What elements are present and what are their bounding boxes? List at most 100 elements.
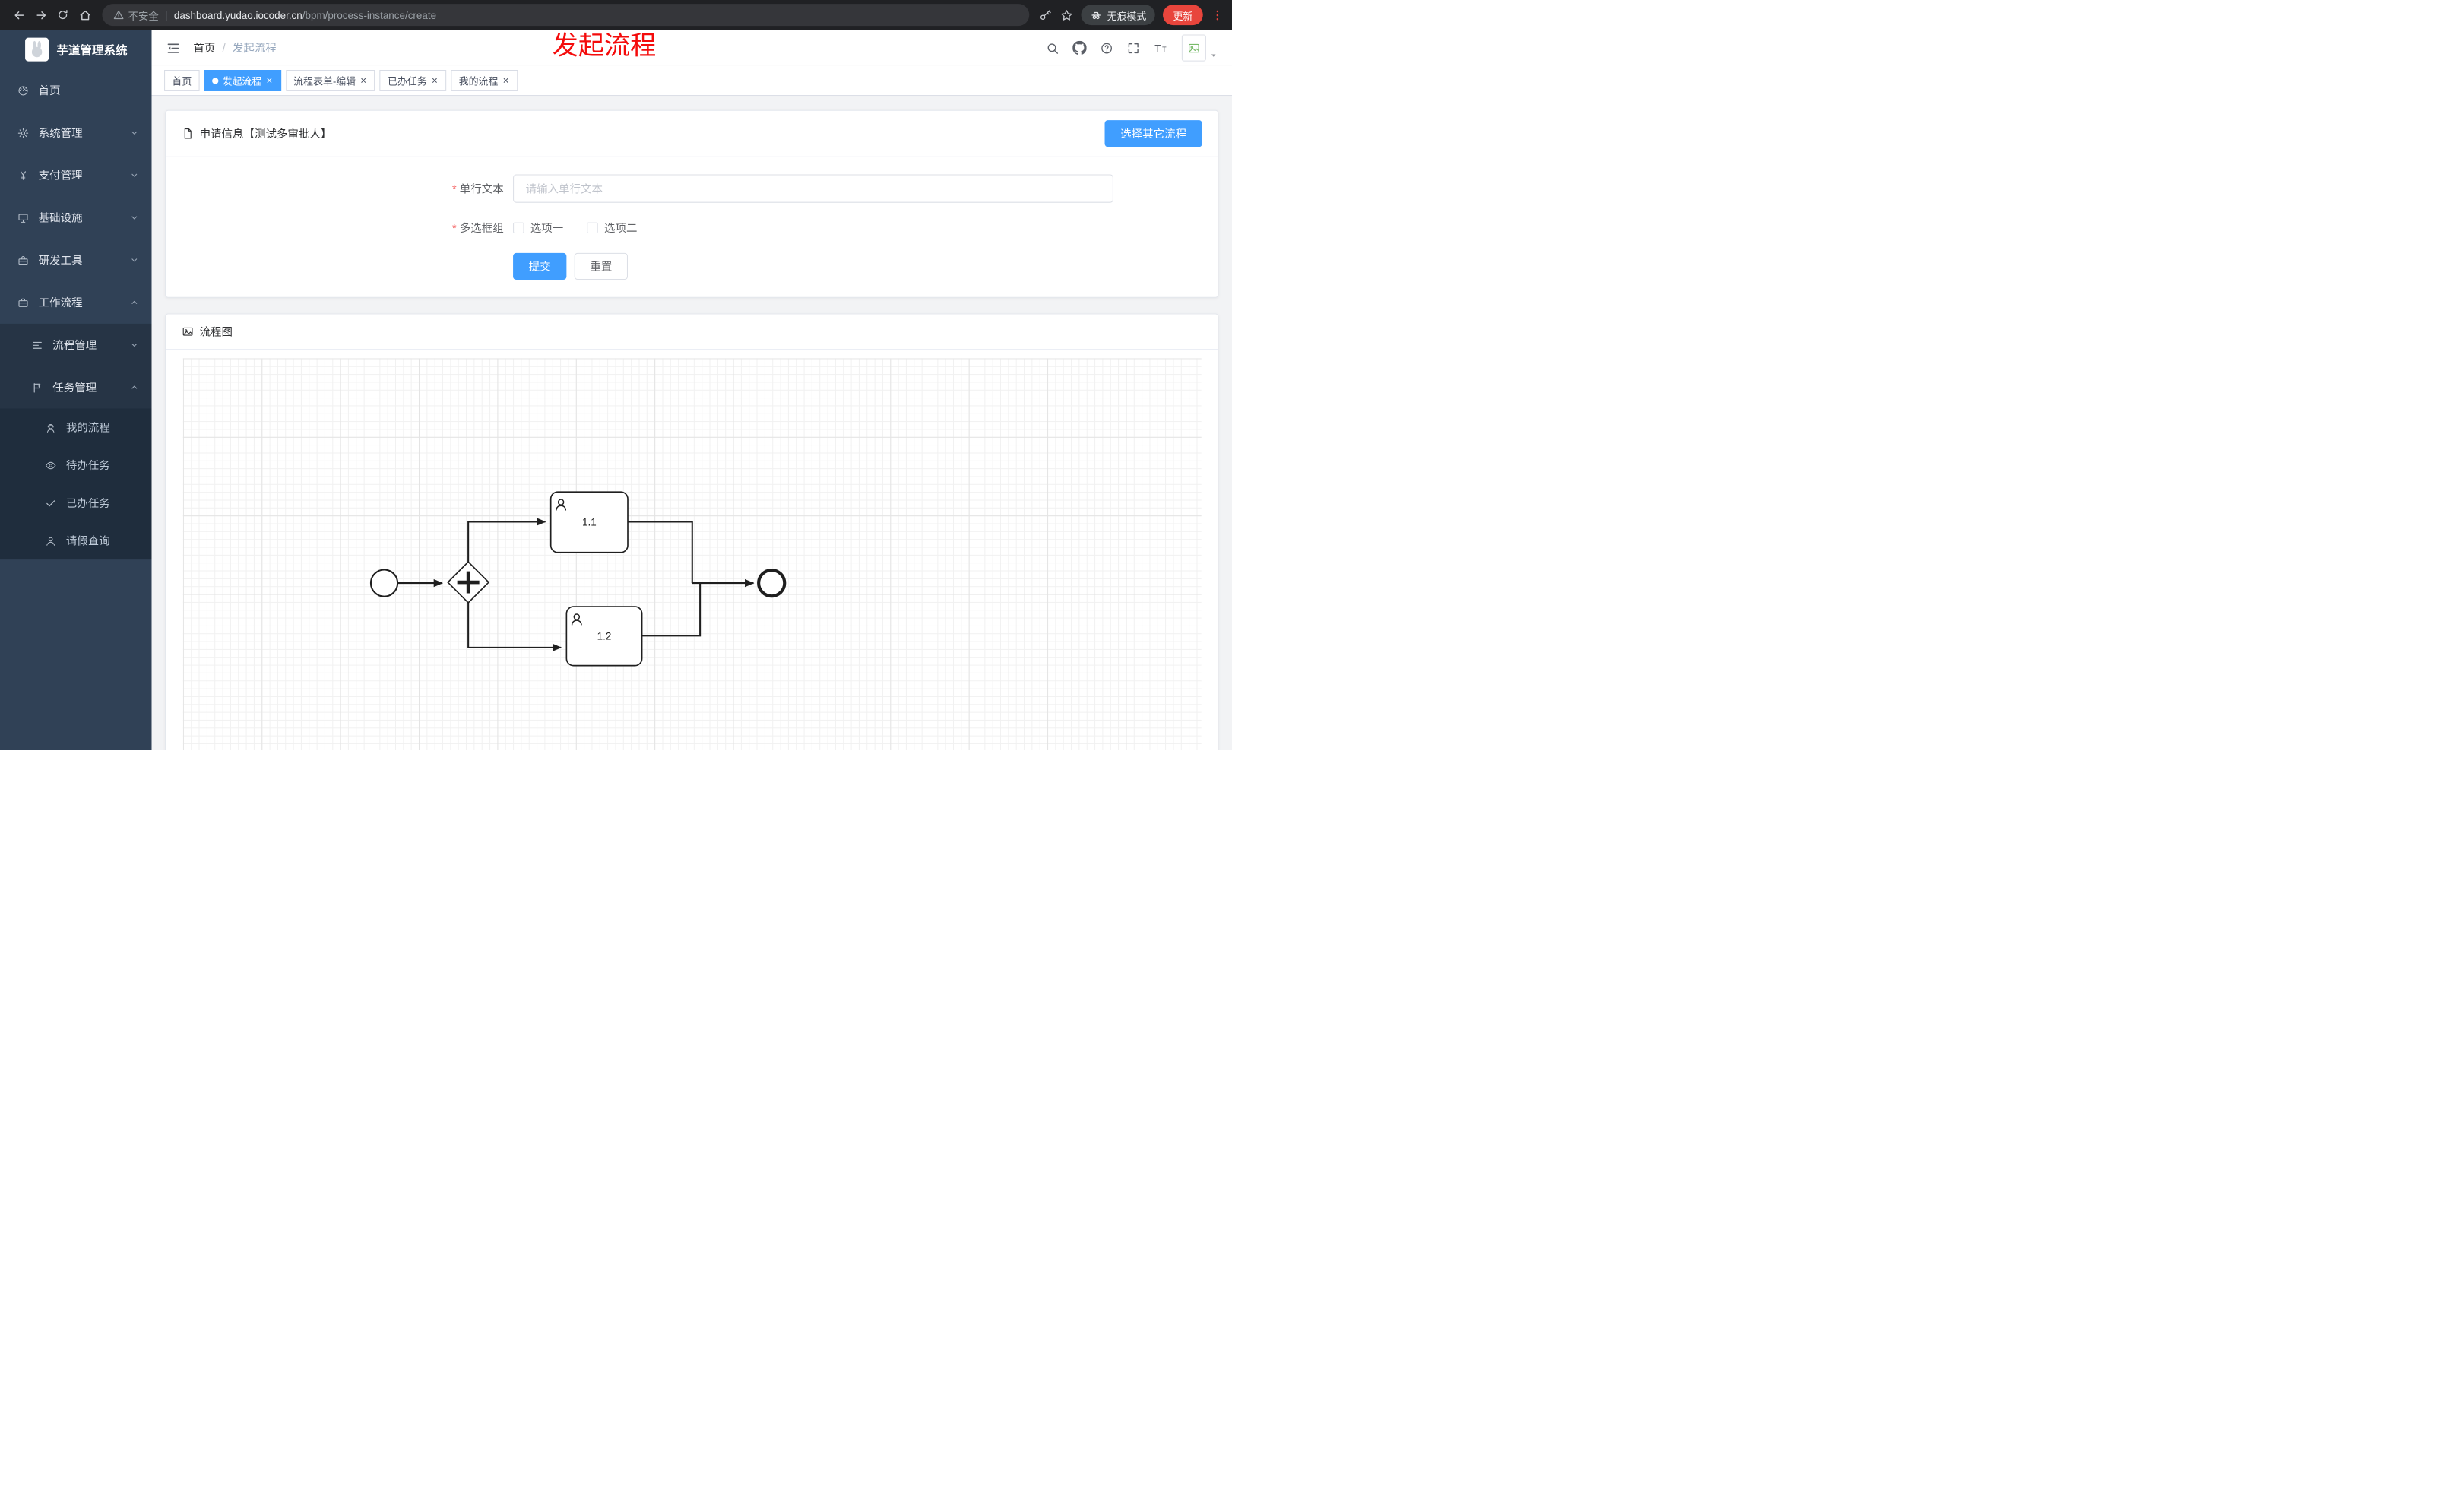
breadcrumb-separator: / — [222, 41, 226, 55]
select-other-process-button[interactable]: 选择其它流程 — [1104, 120, 1202, 147]
font-size-icon[interactable] — [1154, 40, 1169, 55]
reset-button[interactable]: 重置 — [574, 252, 629, 280]
sidebar-item-task-mgmt[interactable]: 任务管理 — [0, 366, 152, 409]
browser-back-button[interactable] — [8, 4, 30, 26]
sidebar-item-payment[interactable]: 支付管理 — [0, 154, 152, 197]
active-dot — [212, 77, 219, 84]
sidebar-item-home[interactable]: 首页 — [0, 69, 152, 112]
tags-view-bar: 首页 发起流程 × 流程表单-编辑 × 已办任务 × 我的流程 × — [151, 65, 1232, 97]
breadcrumb-home[interactable]: 首页 — [193, 41, 216, 55]
bpmn-task2-label: 1.2 — [597, 631, 612, 642]
chevron-down-icon — [130, 128, 139, 138]
bpmn-diagram: 1.1 1.2 — [369, 491, 787, 667]
page-title-overlay: 发起流程 — [552, 30, 657, 60]
gear-icon — [17, 127, 30, 139]
toolbox-icon — [17, 254, 30, 266]
screen: 不安全 | dashboard.yudao.iocoder.cn/bpm/pro… — [0, 0, 1232, 750]
tab-my-process[interactable]: 我的流程 × — [451, 70, 518, 91]
checkbox-option-1[interactable]: 选项一 — [513, 220, 563, 236]
eye-icon — [45, 459, 57, 471]
document-icon — [182, 127, 195, 140]
sidebar-item-devtools[interactable]: 研发工具 — [0, 239, 152, 281]
monitor-icon — [17, 212, 30, 224]
tab-close-icon[interactable]: × — [266, 74, 273, 87]
tab-close-icon[interactable]: × — [360, 74, 367, 87]
address-bar[interactable]: 不安全 | dashboard.yudao.iocoder.cn/bpm/pro… — [102, 4, 1030, 27]
sidebar-item-label: 流程管理 — [52, 338, 97, 352]
sidebar-item-process-mgmt[interactable]: 流程管理 — [0, 324, 152, 366]
sidebar-item-leave-query[interactable]: 请假查询 — [0, 521, 152, 559]
browser-menu-icon[interactable] — [1211, 8, 1224, 22]
breadcrumb-current: 发起流程 — [232, 41, 277, 55]
checkbox-icon — [513, 222, 524, 234]
app-logo-row[interactable]: 芋道管理系统 — [0, 30, 152, 69]
password-key-icon[interactable] — [1039, 8, 1053, 22]
submit-button[interactable]: 提交 — [513, 252, 567, 280]
bpmn-user-task-1 — [549, 491, 629, 553]
sidebar-item-todo-tasks[interactable]: 待办任务 — [0, 446, 152, 484]
bpmn-user-icon — [571, 613, 582, 626]
bpmn-user-icon — [556, 499, 567, 511]
user-avatar-menu[interactable] — [1181, 34, 1218, 62]
headset-person-icon — [45, 422, 57, 434]
page-content: 申请信息【测试多审批人】 选择其它流程 * 单行文本 — [151, 96, 1232, 750]
bpmn-flow-task2-out — [641, 583, 702, 637]
tab-label: 我的流程 — [458, 76, 499, 87]
sidebar-item-label: 任务管理 — [52, 381, 97, 394]
bpmn-end-event — [757, 568, 787, 598]
flow-diagram-card: 流程图 — [165, 313, 1219, 750]
field-label: * 多选框组 — [166, 220, 504, 236]
diagram-icon — [182, 325, 195, 338]
search-icon[interactable] — [1046, 41, 1059, 55]
field-label-text: 多选框组 — [459, 221, 504, 235]
tab-process-form-edit[interactable]: 流程表单-编辑 × — [285, 70, 375, 91]
browser-chrome: 不安全 | dashboard.yudao.iocoder.cn/bpm/pro… — [0, 0, 1232, 30]
sidebar-item-label: 系统管理 — [38, 126, 83, 139]
bpmn-flow-gateway-to-task2 — [467, 602, 562, 652]
app-header: 首页 / 发起流程 — [151, 30, 1232, 66]
field-label-text: 单行文本 — [459, 182, 504, 195]
sidebar-item-done-tasks[interactable]: 已办任务 — [0, 484, 152, 522]
sidebar-item-my-process[interactable]: 我的流程 — [0, 409, 152, 447]
tab-close-icon[interactable]: × — [502, 74, 509, 87]
task-mgmt-subitems: 我的流程 待办任务 已办任务 请假查询 — [0, 408, 152, 560]
url-path: /bpm/process-instance/create — [302, 8, 437, 21]
chevron-down-icon — [130, 213, 139, 222]
sidebar-item-workflow[interactable]: 工作流程 — [0, 281, 152, 324]
required-mark: * — [452, 221, 457, 235]
yen-icon — [17, 170, 30, 182]
help-icon[interactable] — [1100, 41, 1113, 55]
sidebar-item-label: 工作流程 — [38, 296, 83, 309]
sidebar-item-infra[interactable]: 基础设施 — [0, 196, 152, 239]
briefcase-icon — [17, 296, 30, 309]
tab-label: 发起流程 — [222, 76, 262, 87]
checkbox-label: 选项一 — [530, 221, 564, 235]
tab-home[interactable]: 首页 — [164, 70, 200, 91]
sidebar-collapse-icon[interactable] — [166, 40, 181, 55]
github-icon[interactable] — [1072, 41, 1087, 55]
tab-label: 已办任务 — [388, 76, 427, 87]
avatar — [1181, 34, 1206, 62]
tab-close-icon[interactable]: × — [431, 74, 438, 87]
incognito-icon — [1090, 8, 1103, 21]
browser-reload-button[interactable] — [52, 4, 74, 26]
tab-start-process[interactable]: 发起流程 × — [204, 70, 281, 91]
tab-label: 首页 — [172, 76, 192, 87]
browser-home-button[interactable] — [74, 4, 96, 26]
bpmn-start-event — [369, 569, 399, 597]
browser-forward-button[interactable] — [30, 4, 52, 26]
sidebar-item-label: 我的流程 — [65, 421, 110, 434]
tab-done-tasks[interactable]: 已办任务 × — [379, 70, 447, 91]
fullscreen-icon[interactable] — [1126, 41, 1140, 55]
dashboard-icon — [17, 84, 30, 97]
sidebar-item-system[interactable]: 系统管理 — [0, 112, 152, 154]
bookmark-star-icon[interactable] — [1060, 8, 1074, 22]
security-label: 不安全 — [128, 9, 159, 22]
single-line-text-input[interactable] — [513, 174, 1113, 203]
flow-diagram-card-header: 流程图 — [166, 315, 1218, 350]
browser-update-button[interactable]: 更新 — [1163, 5, 1203, 26]
checkbox-option-2[interactable]: 选项二 — [587, 220, 637, 236]
diagram-body: 1.1 1.2 — [166, 350, 1218, 750]
bpmn-canvas[interactable]: 1.1 1.2 — [182, 358, 1202, 750]
warning-icon — [113, 9, 124, 20]
